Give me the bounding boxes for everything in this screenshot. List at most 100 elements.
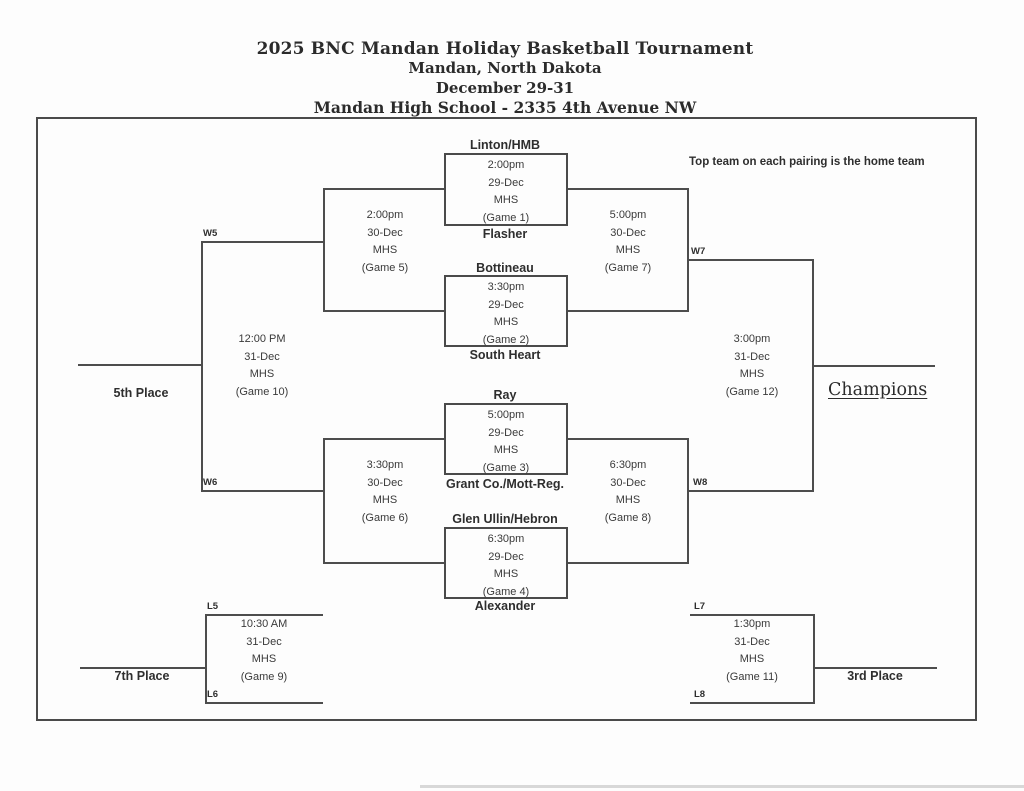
w5-line bbox=[201, 241, 325, 243]
slot-l8: L8 bbox=[694, 689, 706, 700]
game6-venue: MHS bbox=[372, 494, 398, 507]
game10-details: 12:00 PM 31-Dec MHS (Game 10) bbox=[202, 331, 322, 401]
game9-label: (Game 9) bbox=[240, 670, 288, 683]
seventh-place-line bbox=[80, 667, 205, 669]
game11-details: 1:30pm 31-Dec MHS (Game 11) bbox=[692, 616, 812, 686]
game8-time: 6:30pm bbox=[609, 459, 647, 471]
tournament-title-block: 2025 BNC Mandan Holiday Basketball Tourn… bbox=[0, 39, 1010, 118]
game4-time: 6:30pm bbox=[487, 533, 525, 545]
game5-details: 2:00pm 30-Dec MHS (Game 5) bbox=[325, 207, 445, 277]
slot-w8: W8 bbox=[693, 477, 708, 488]
slot-l6: L6 bbox=[207, 689, 219, 700]
game10-label: (Game 10) bbox=[235, 385, 289, 398]
game4-venue: MHS bbox=[493, 568, 519, 581]
game7-bracket-line bbox=[687, 188, 689, 312]
game2-time: 3:30pm bbox=[487, 281, 525, 293]
game9-time: 10:30 AM bbox=[240, 618, 288, 630]
game3-label: (Game 3) bbox=[482, 461, 530, 474]
game1-venue: MHS bbox=[493, 194, 519, 207]
game4-label: (Game 4) bbox=[482, 585, 530, 598]
w8-line bbox=[687, 490, 814, 492]
game7-time: 5:00pm bbox=[609, 209, 647, 221]
game2-box: 3:30pm 29-Dec MHS (Game 2) bbox=[444, 275, 568, 347]
game2-venue: MHS bbox=[493, 316, 519, 329]
slot-w6: W6 bbox=[203, 477, 218, 488]
w6-line bbox=[201, 490, 325, 492]
slot-l5: L5 bbox=[207, 601, 219, 612]
game6-label: (Game 6) bbox=[361, 511, 409, 524]
game9-date: 31-Dec bbox=[246, 635, 282, 648]
game5-bracket-line bbox=[323, 188, 325, 312]
game1-date: 29-Dec bbox=[488, 176, 524, 189]
game11-label: (Game 11) bbox=[726, 670, 778, 683]
game3-date: 29-Dec bbox=[488, 426, 524, 439]
game9-bracket-line bbox=[205, 614, 207, 704]
game3-venue: MHS bbox=[493, 444, 519, 457]
slot-w7: W7 bbox=[691, 246, 706, 257]
game2-details: 3:30pm 29-Dec MHS (Game 2) bbox=[446, 277, 566, 349]
tournament-venue-address: Mandan High School - 2335 4th Avenue NW bbox=[313, 98, 697, 117]
game3-time: 5:00pm bbox=[487, 409, 525, 421]
game12-venue: MHS bbox=[739, 368, 765, 381]
game8-label: (Game 8) bbox=[604, 511, 652, 524]
game6-date: 30-Dec bbox=[367, 476, 403, 489]
game12-time: 3:00pm bbox=[733, 333, 771, 345]
game6-time: 3:30pm bbox=[366, 459, 404, 471]
game8-venue: MHS bbox=[615, 494, 641, 507]
team-label-south-heart: South Heart bbox=[469, 348, 541, 362]
game11-time: 1:30pm bbox=[733, 618, 771, 630]
game5-time: 2:00pm bbox=[366, 209, 404, 221]
home-team-note: Top team on each pairing is the home tea… bbox=[689, 156, 925, 168]
game8-bracket-line bbox=[687, 438, 689, 564]
w7-line bbox=[687, 259, 814, 261]
champions-label: Champions bbox=[828, 380, 928, 400]
game11-date: 31-Dec bbox=[734, 635, 770, 648]
scan-edge-artifact bbox=[420, 785, 1024, 788]
game12-bracket-line bbox=[812, 259, 814, 492]
tournament-location: Mandan, North Dakota bbox=[408, 59, 602, 77]
game2-date: 29-Dec bbox=[488, 298, 524, 311]
game7-date: 30-Dec bbox=[610, 226, 646, 239]
game1-label: (Game 1) bbox=[482, 211, 530, 224]
game7-details: 5:00pm 30-Dec MHS (Game 7) bbox=[568, 207, 688, 277]
game1-time: 2:00pm bbox=[487, 159, 525, 171]
l5-line bbox=[205, 614, 323, 616]
team-label-flasher: Flasher bbox=[482, 227, 528, 241]
game10-date: 31-Dec bbox=[244, 350, 280, 363]
game9-details: 10:30 AM 31-Dec MHS (Game 9) bbox=[204, 616, 324, 686]
bracket-border bbox=[36, 117, 977, 721]
slot-w5: W5 bbox=[203, 228, 218, 239]
game5-venue: MHS bbox=[372, 244, 398, 257]
game4-date: 29-Dec bbox=[488, 550, 524, 563]
team-label-glen-ullin-hebron: Glen Ullin/Hebron bbox=[452, 512, 558, 526]
game5-label: (Game 5) bbox=[361, 261, 409, 274]
seventh-place-label: 7th Place bbox=[114, 669, 170, 683]
team-label-bottineau: Bottineau bbox=[476, 261, 534, 275]
third-place-label: 3rd Place bbox=[847, 669, 903, 683]
tournament-name: 2025 BNC Mandan Holiday Basketball Tourn… bbox=[256, 39, 754, 59]
game12-details: 3:00pm 31-Dec MHS (Game 12) bbox=[692, 331, 812, 401]
champion-line bbox=[812, 365, 935, 367]
game8-details: 6:30pm 30-Dec MHS (Game 8) bbox=[568, 457, 688, 527]
game4-box: 6:30pm 29-Dec MHS (Game 4) bbox=[444, 527, 568, 599]
game2-label: (Game 2) bbox=[482, 333, 530, 346]
game1-details: 2:00pm 29-Dec MHS (Game 1) bbox=[446, 155, 566, 227]
game10-time: 12:00 PM bbox=[238, 333, 286, 345]
game7-label: (Game 7) bbox=[604, 261, 652, 274]
game6-details: 3:30pm 30-Dec MHS (Game 6) bbox=[325, 457, 445, 527]
game4-details: 6:30pm 29-Dec MHS (Game 4) bbox=[446, 529, 566, 601]
game6-bracket-line bbox=[323, 438, 325, 564]
game11-venue: MHS bbox=[739, 653, 765, 666]
game9-venue: MHS bbox=[251, 653, 277, 666]
game7-venue: MHS bbox=[615, 244, 641, 257]
game1-box: 2:00pm 29-Dec MHS (Game 1) bbox=[444, 153, 568, 226]
team-label-alexander: Alexander bbox=[474, 599, 536, 613]
fifth-place-line bbox=[78, 364, 201, 366]
game10-bracket-line bbox=[201, 241, 203, 492]
team-label-ray: Ray bbox=[493, 388, 517, 402]
game3-details: 5:00pm 29-Dec MHS (Game 3) bbox=[446, 405, 566, 477]
tournament-dates: December 29-31 bbox=[435, 78, 575, 97]
game8-date: 30-Dec bbox=[610, 476, 646, 489]
game10-venue: MHS bbox=[249, 368, 275, 381]
